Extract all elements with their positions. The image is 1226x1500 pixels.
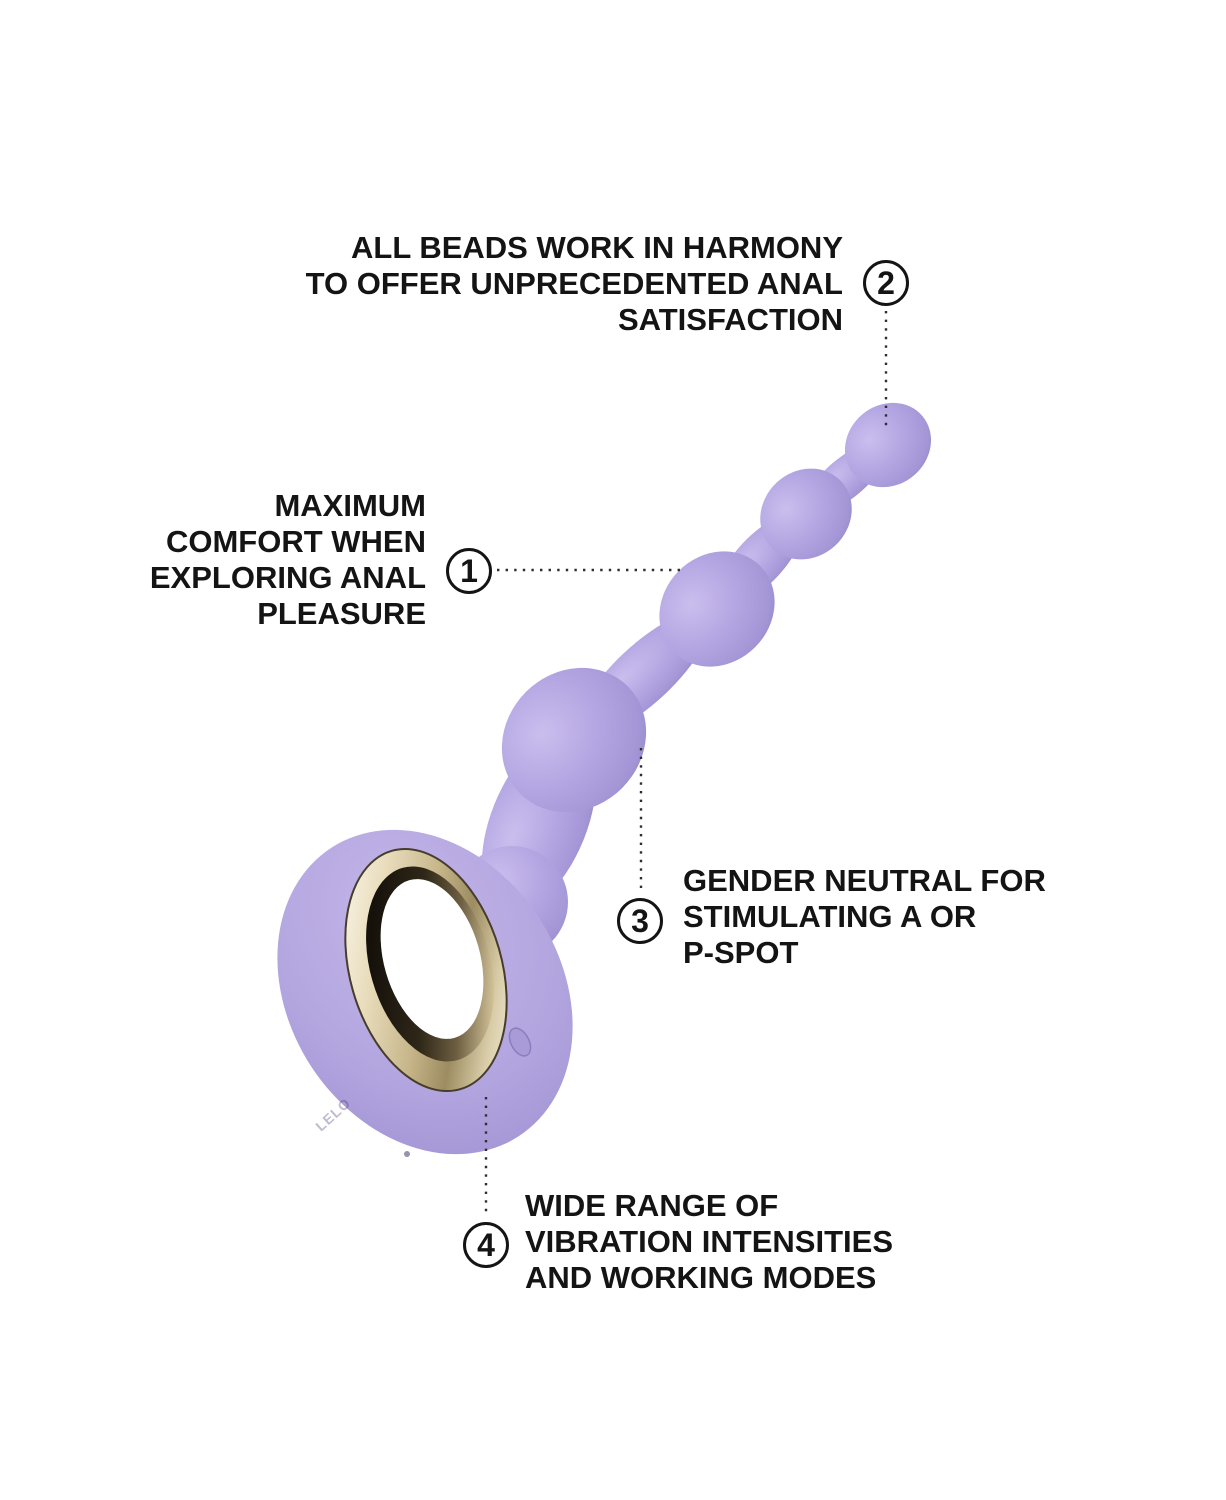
callout-4-line-3: AND WORKING MODES xyxy=(525,1260,877,1295)
callout-badge-4: 4 xyxy=(463,1222,509,1268)
callout-4-line-2: VIBRATION INTENSITIES xyxy=(525,1224,894,1259)
bead-fourth xyxy=(501,667,647,813)
badge-1-number: 1 xyxy=(460,552,478,589)
engraved-logo: LELO xyxy=(312,1095,353,1135)
bead-second xyxy=(760,468,852,560)
callout-text-4: WIDE RANGE OF VIBRATION INTENSITIES AND … xyxy=(525,1188,893,1296)
bead-third xyxy=(659,551,775,667)
bead-tip xyxy=(844,402,932,488)
callout-2-line-1: ALL BEADS WORK IN HARMONY xyxy=(351,230,843,265)
charging-port-dot xyxy=(404,1151,410,1157)
badge-2-number: 2 xyxy=(877,264,895,301)
callout-1-line-2: COMFORT WHEN xyxy=(165,524,426,559)
callout-badge-3: 3 xyxy=(617,898,663,944)
callout-2-line-3: SATISFACTION xyxy=(617,302,843,337)
callout-text-1: MAXIMUM COMFORT WHEN EXPLORING ANAL PLEA… xyxy=(150,488,426,632)
callout-2-line-2: TO OFFER UNPRECEDENTED ANAL xyxy=(305,266,843,301)
callout-3-line-2: STIMULATING A OR xyxy=(683,899,977,934)
control-button[interactable] xyxy=(505,1025,535,1060)
callout-text-3: GENDER NEUTRAL FOR STIMULATING A OR P-SP… xyxy=(683,863,1046,971)
callout-4-line-1: WIDE RANGE OF xyxy=(525,1188,779,1223)
callout-1-line-3: EXPLORING ANAL xyxy=(149,560,426,595)
callout-badge-2: 2 xyxy=(863,260,909,306)
callout-text-2: ALL BEADS WORK IN HARMONY TO OFFER UNPRE… xyxy=(306,230,843,338)
callout-3-line-3: P-SPOT xyxy=(683,935,799,970)
ring-hole xyxy=(380,879,484,1039)
badge-4-number: 4 xyxy=(477,1226,495,1263)
badge-3-number: 3 xyxy=(631,902,649,939)
callout-3-line-1: GENDER NEUTRAL FOR xyxy=(683,863,1046,898)
callout-1-line-1: MAXIMUM xyxy=(274,488,426,523)
gold-ring xyxy=(344,847,508,1093)
callout-badge-1: 1 xyxy=(446,548,492,594)
callout-1-line-4: PLEASURE xyxy=(257,596,426,631)
